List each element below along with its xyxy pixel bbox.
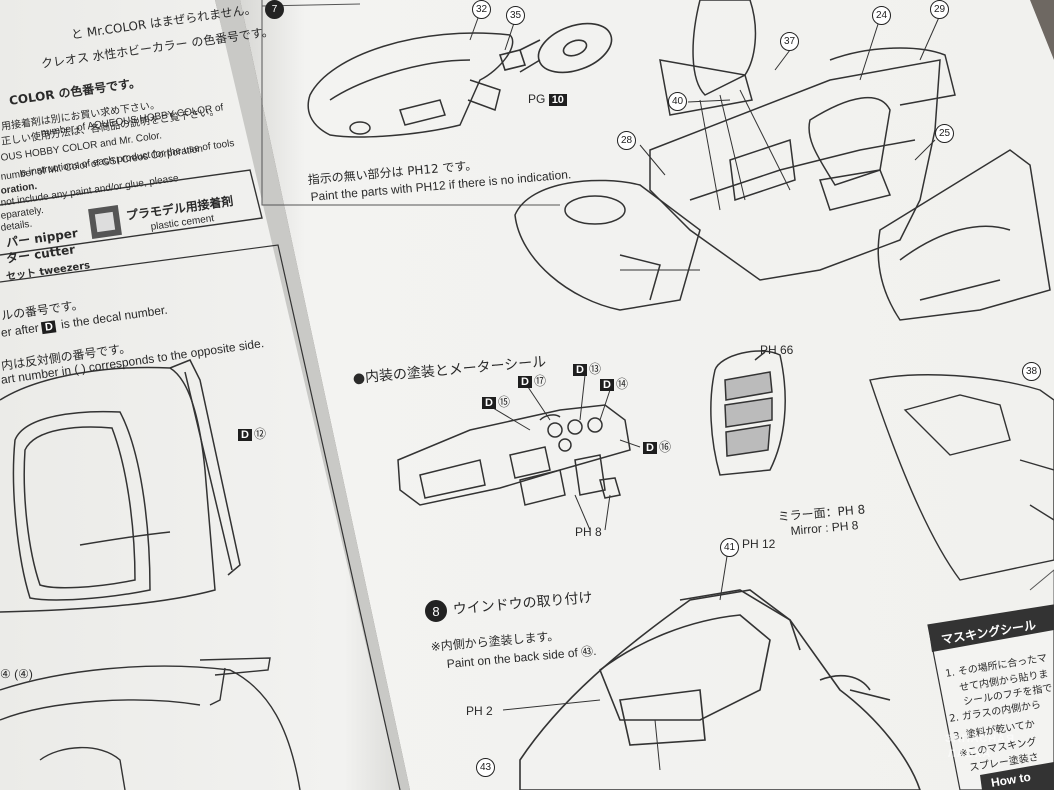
decal-15-d: D <box>482 397 496 409</box>
part-41: 41 <box>720 538 739 557</box>
decal-15-num: ⑮ <box>497 395 510 409</box>
decal-d-badge: D <box>41 320 57 335</box>
watermark-line-1: ЗАПАСНАЯ <box>945 733 1016 745</box>
decal-16-num: ⑯ <box>658 440 671 454</box>
pg-label: PG <box>528 92 546 106</box>
decal-16-d: D <box>643 442 657 454</box>
part-41-ph: PH 12 <box>742 537 776 551</box>
decal-13-d: D <box>573 364 587 376</box>
part-25: 25 <box>935 124 954 143</box>
decal-14-d: D <box>600 379 614 391</box>
seat-ph-callout: PH 66 <box>760 343 794 357</box>
ph8-callout: PH 8 <box>575 525 602 539</box>
part-43: 43 <box>476 758 495 777</box>
decal-17-num: ⑰ <box>533 374 546 388</box>
part-32: 32 <box>472 0 491 19</box>
step8-badge: 8 <box>425 600 447 622</box>
part-37: 37 <box>780 32 799 51</box>
part-29: 29 <box>930 0 949 19</box>
decal-12-badge: D <box>238 429 252 441</box>
part-24: 24 <box>872 6 891 25</box>
decal-14-num: ⑭ <box>615 377 628 391</box>
tool-box <box>0 169 263 256</box>
step7-badge: 7 <box>265 0 284 19</box>
bottom-part-nums: ④ (④) <box>0 667 33 681</box>
ph2-callout: PH 2 <box>466 704 493 718</box>
decal-17-d: D <box>518 376 532 388</box>
pg-callout: PG 10 <box>528 92 569 106</box>
part-38: 38 <box>1022 362 1041 381</box>
part-35: 35 <box>506 6 525 25</box>
part-28: 28 <box>617 131 636 150</box>
pg-num: 10 <box>548 94 567 106</box>
watermark-line-2: ЛАВКА <box>948 748 992 760</box>
decal-12-num: ⑫ <box>253 427 266 441</box>
part-40: 40 <box>668 92 687 111</box>
decal-13-num: ⑬ <box>588 362 601 376</box>
